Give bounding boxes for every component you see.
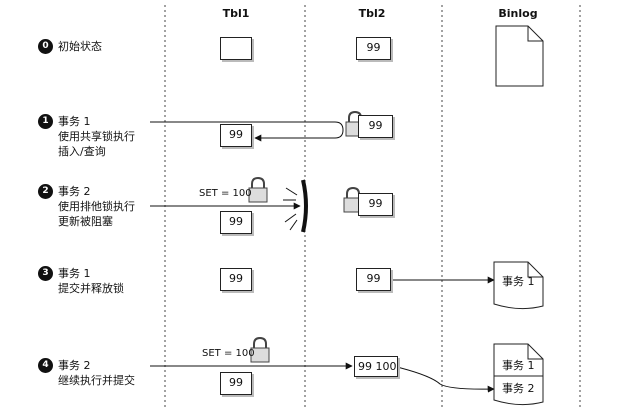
binlog-entry-step4-2: 事务 2 — [502, 382, 535, 395]
tbl2-new-value: 100 — [375, 360, 397, 373]
step-0-number: 0 — [38, 39, 53, 54]
step-1-line-3: 插入/查询 — [58, 145, 106, 158]
binlog-document-icon — [495, 25, 544, 87]
blocking-wall — [301, 179, 308, 233]
step-2-line-3: 更新被阻塞 — [58, 215, 113, 228]
step-3-number: 3 — [38, 266, 53, 281]
exclusive-lock-icon-step2-tbl2 — [343, 186, 363, 213]
step-1-line-1: 事务 1 — [58, 115, 91, 128]
binlog-entry-step3: 事务 1 — [502, 275, 535, 288]
tbl2-box-step1: 99 — [358, 115, 393, 138]
column-header-tbl2: Tbl2 — [358, 7, 386, 20]
tbl2-box-step4: 99 100 — [354, 356, 398, 377]
step-3-line-1: 事务 1 — [58, 267, 91, 280]
exclusive-lock-icon-step2-tbl1 — [248, 176, 268, 203]
step-4-number: 4 — [38, 358, 53, 373]
step-2-line-1: 事务 2 — [58, 185, 91, 198]
step1-arrow — [150, 121, 344, 142]
step-2-number: 2 — [38, 184, 53, 199]
step-1-line-2: 使用共享锁执行 — [58, 130, 135, 143]
tbl2-old-value: 99 — [358, 360, 372, 373]
tbl1-box-step4: 99 — [220, 372, 252, 395]
set-annotation-step4: SET = 100 — [202, 348, 255, 359]
exclusive-lock-icon-step4 — [250, 336, 270, 363]
step-4-line-2: 继续执行并提交 — [58, 374, 135, 387]
step4-binlog-arrow — [392, 365, 495, 393]
column-header-binlog: Binlog — [498, 7, 538, 20]
step-1-number: 1 — [38, 114, 53, 129]
tbl1-box-step3: 99 — [220, 268, 252, 291]
step-0-label: 初始状态 — [58, 40, 102, 53]
tbl1-box-step1: 99 — [220, 124, 252, 147]
binlog-document-step3 — [493, 261, 544, 310]
tbl2-box-initial: 99 — [356, 37, 391, 60]
tbl1-box-step2: 99 — [220, 211, 252, 234]
column-header-tbl1: Tbl1 — [222, 7, 250, 20]
step-4-line-1: 事务 2 — [58, 359, 91, 372]
tbl2-box-step2: 99 — [358, 193, 393, 216]
tbl2-box-step3: 99 — [356, 268, 391, 291]
step-2-line-2: 使用排他锁执行 — [58, 200, 135, 213]
tbl1-box-initial — [220, 37, 252, 60]
binlog-entry-step4-1: 事务 1 — [502, 359, 535, 372]
step-3-line-2: 提交并释放锁 — [58, 282, 124, 295]
set-annotation-step2: SET = 100 — [199, 188, 252, 199]
block-burst-lines — [283, 187, 298, 231]
